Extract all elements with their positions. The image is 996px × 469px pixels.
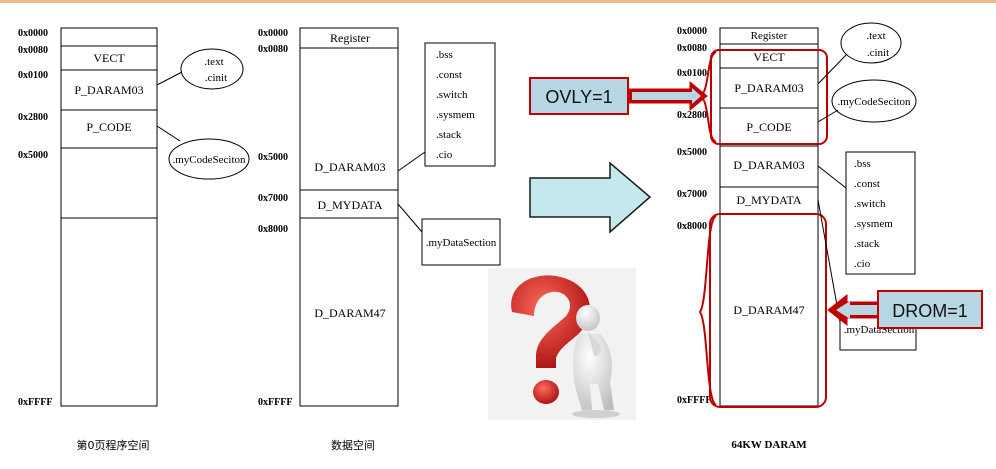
question-dot-icon xyxy=(533,380,559,404)
data-section-item: .cio xyxy=(436,149,453,161)
page-addr-5: 0xFFFF xyxy=(18,397,52,408)
ovly-highlight-box xyxy=(710,49,828,145)
data-section-item: .switch xyxy=(436,89,468,101)
data-block-d-daram03: D_DARAM03 xyxy=(314,160,385,174)
data-caption: 数据空间 xyxy=(331,438,375,452)
daram-addr-1: 0x0080 xyxy=(677,43,707,54)
page-block-p-code: P_CODE xyxy=(86,120,131,134)
page-block-p-daram03: P_DARAM03 xyxy=(74,83,143,97)
data-addr-4: 0x8000 xyxy=(258,224,288,235)
data-mydatasection-label: .myDataSection xyxy=(426,237,497,249)
daram-section-item: .sysmem xyxy=(854,218,893,230)
daram-section-item: .switch xyxy=(854,198,886,210)
daram-addr-0: 0x0000 xyxy=(677,26,707,37)
daram-text-cinit-callout xyxy=(840,22,902,64)
daram-section-item: .const xyxy=(854,178,880,190)
page-block-vect: VECT xyxy=(93,51,125,65)
daram-sections-list-box xyxy=(845,151,916,275)
drom-highlight-box xyxy=(709,213,827,408)
data-addr-5: 0xFFFF xyxy=(258,397,292,408)
daram-callout-mycodesection: .myCodeSeciton xyxy=(837,96,911,108)
data-section-item: .bss xyxy=(436,49,453,61)
data-section-item: .const xyxy=(436,69,462,81)
daram-block-register: Register xyxy=(751,30,788,42)
data-addr-0: 0x0000 xyxy=(258,28,288,39)
daram-addr-7: 0xFFFF xyxy=(677,395,711,406)
thinker-arm xyxy=(588,332,602,356)
data-block-register: Register xyxy=(330,31,370,45)
daram-block-p-code: P_CODE xyxy=(746,120,791,134)
daram-block-d-daram03: D_DARAM03 xyxy=(733,158,804,172)
daram-addr-6: 0x8000 xyxy=(677,221,707,232)
daram-block-p-daram03: P_DARAM03 xyxy=(734,81,803,95)
drom-label-box xyxy=(877,290,983,329)
data-space-box xyxy=(299,27,399,407)
page-addr-0: 0x0000 xyxy=(18,28,48,39)
daram-block-d-mydata: D_MYDATA xyxy=(736,193,801,207)
data-block-d-daram47: D_DARAM47 xyxy=(314,306,385,320)
page-mycodesection-callout xyxy=(168,138,250,180)
daram-section-item: .bss xyxy=(854,158,871,170)
daram-section-item: .stack xyxy=(854,238,880,250)
daram-block-d-daram47: D_DARAM47 xyxy=(733,303,804,317)
daram-mycodesection-callout xyxy=(831,79,917,123)
thinker-head xyxy=(576,305,600,331)
daram-addr-5: 0x7000 xyxy=(677,189,707,200)
daram-addr-3: 0x2800 xyxy=(677,110,707,121)
daram-section-item: .cio xyxy=(854,258,871,270)
page-callout-cinit: .cinit xyxy=(205,72,227,84)
data-section-item: .stack xyxy=(436,129,462,141)
page-addr-4: 0x5000 xyxy=(18,150,48,161)
drom-brace-left xyxy=(698,215,717,406)
drom-label: DROM=1 xyxy=(892,301,968,321)
daram-addr-2: 0x0100 xyxy=(677,68,707,79)
page-addr-2: 0x0100 xyxy=(18,70,48,81)
data-addr-3: 0x7000 xyxy=(258,193,288,204)
ovly-label: OVLY=1 xyxy=(545,87,612,107)
thinker-body xyxy=(573,334,614,410)
page-addr-1: 0x0080 xyxy=(18,45,48,56)
data-section-item: .sysmem xyxy=(436,109,475,121)
program-space-box xyxy=(60,27,158,407)
page-addr-3: 0x2800 xyxy=(18,112,48,123)
drom-label-group: DROM=1 xyxy=(827,290,983,329)
ovly-label-box xyxy=(529,77,629,115)
data-sections-list-box xyxy=(424,42,496,167)
thinker-shadow xyxy=(572,410,620,418)
daram-callout-cinit: .cinit xyxy=(867,47,889,59)
page-callout-mycodesection: .myCodeSeciton xyxy=(172,154,246,166)
daram-addr-4: 0x5000 xyxy=(677,147,707,158)
data-addr-2: 0x5000 xyxy=(258,152,288,163)
question-mark-icon xyxy=(511,275,590,368)
page-text-cinit-callout xyxy=(180,48,244,90)
data-addr-1: 0x0080 xyxy=(258,44,288,55)
transform-arrow xyxy=(529,161,652,234)
daram-block-vect: VECT xyxy=(753,50,785,64)
page-caption: 第0页程序空间 xyxy=(77,438,150,452)
daram-box xyxy=(719,27,819,407)
daram-caption: 64KW DARAM xyxy=(731,439,807,451)
data-block-d-mydata: D_MYDATA xyxy=(317,198,382,212)
daram-panel: 0x0000 0x0080 0x0100 0x2800 0x5000 0x700… xyxy=(677,22,917,451)
ovly-label-group: OVLY=1 xyxy=(529,77,708,115)
data-space-panel: 0x0000 0x0080 0x5000 0x7000 0x8000 0xFFF… xyxy=(258,27,501,452)
program-space-panel: 0x0000 0x0080 0x0100 0x2800 0x5000 0xFFF… xyxy=(18,27,250,452)
data-mydatasection-box xyxy=(421,218,501,266)
question-figure xyxy=(488,268,636,420)
daram-callout-text: .text xyxy=(866,30,885,42)
page-callout-text: .text xyxy=(204,56,223,68)
